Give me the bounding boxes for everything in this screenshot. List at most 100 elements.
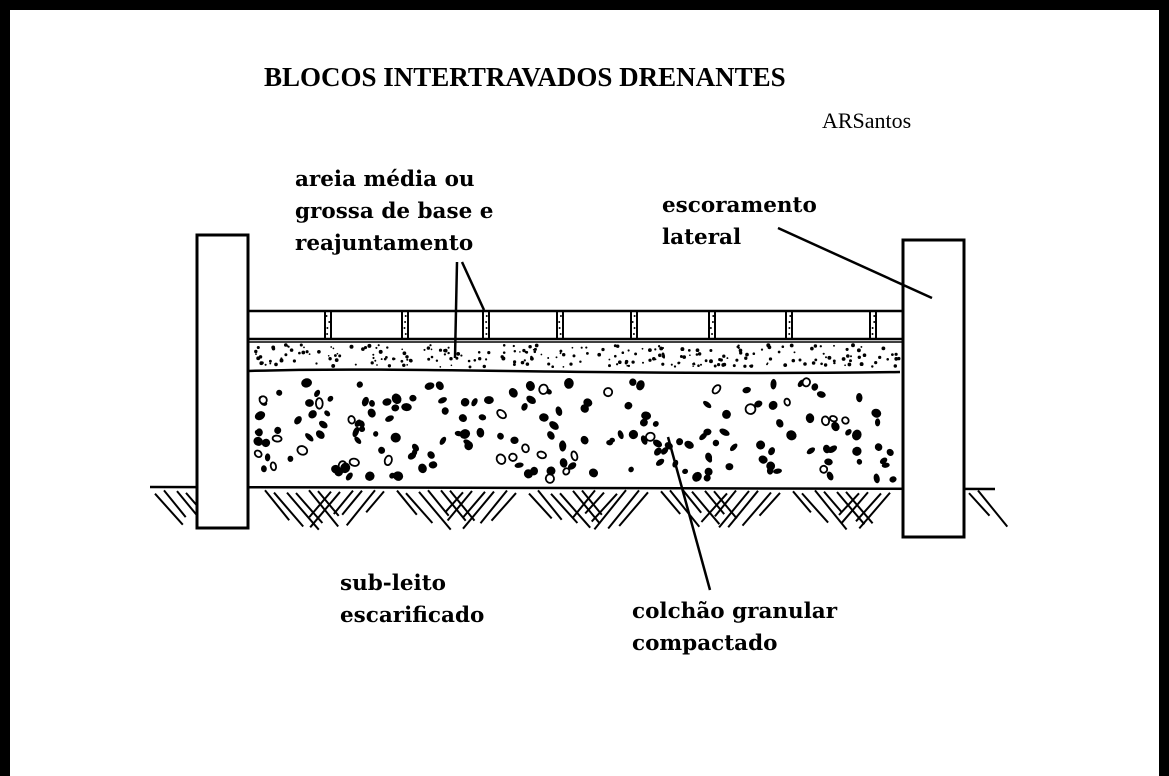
granular-stone xyxy=(352,426,360,438)
subgrade-hatch-stroke xyxy=(462,491,486,519)
sand-grain xyxy=(482,364,486,369)
sand-grain xyxy=(586,352,589,355)
sand-grain xyxy=(551,365,555,369)
sand-grain xyxy=(615,363,619,366)
granular-stone xyxy=(463,439,472,447)
granular-stone xyxy=(617,430,624,440)
joint-sand-grain xyxy=(633,327,636,329)
granular-stone xyxy=(889,476,897,483)
subgrade-hatch-stroke xyxy=(559,492,591,529)
sand-grain xyxy=(477,351,481,354)
sand-grain xyxy=(760,348,764,351)
sand-grain xyxy=(897,356,901,361)
sand-grain xyxy=(692,365,695,367)
sand-grain xyxy=(259,361,264,366)
sand-grain xyxy=(460,354,463,357)
joint-sand-grain xyxy=(788,333,791,335)
sand-grain xyxy=(485,358,488,361)
sand-grain xyxy=(534,343,539,348)
subgrade-hatch-stroke xyxy=(718,490,750,529)
label-subgrade-line-2: escarificado xyxy=(340,603,485,628)
sand-grain xyxy=(402,363,406,368)
left-lateral-support xyxy=(195,233,250,530)
subgrade-hatch-stroke xyxy=(309,491,341,528)
joint-sand-grain xyxy=(404,315,407,317)
granular-stone xyxy=(476,427,485,438)
diagram-title: BLOCOS INTERTRAVADOS DRENANTES xyxy=(264,62,786,92)
sand-grain xyxy=(832,359,836,363)
granular-stone xyxy=(881,462,890,468)
granular-stone xyxy=(845,429,852,436)
sand-grain xyxy=(512,344,515,348)
sand-grain xyxy=(659,346,664,351)
subgrade-hatch-stroke xyxy=(333,489,354,515)
joint-sand-grain xyxy=(632,333,635,335)
sand-grain xyxy=(435,359,439,362)
granular-stone xyxy=(805,413,815,424)
granular-stone xyxy=(766,466,774,475)
sand-grain xyxy=(704,359,708,363)
subgrade-hatch-stroke xyxy=(669,489,701,528)
subgrade-hatch-stroke xyxy=(814,489,848,531)
sand-grain xyxy=(810,346,814,351)
subgrade-hatch-stroke xyxy=(418,491,452,531)
sand-grain xyxy=(732,364,736,368)
joint-sand-grain xyxy=(328,321,331,323)
subgrade-hatch-stroke xyxy=(163,489,187,518)
granular-stone xyxy=(441,407,449,415)
sand-grain xyxy=(878,355,882,360)
granular-stone xyxy=(301,378,312,388)
sand-grain xyxy=(540,353,543,356)
granular-stone xyxy=(722,409,731,419)
granular-stone xyxy=(655,458,665,466)
sand-grain xyxy=(443,353,447,356)
sand-grain xyxy=(735,358,739,362)
subgrade-hatch-stroke xyxy=(855,492,882,522)
sand-grain xyxy=(284,353,288,357)
sand-grain xyxy=(439,366,442,368)
sand-grain xyxy=(380,358,383,361)
sand-grain xyxy=(894,357,899,361)
joint-sand-grain xyxy=(633,315,636,317)
granular-stone xyxy=(308,410,317,419)
sand-grain xyxy=(406,364,409,366)
granular-stone xyxy=(383,454,393,467)
joint-sand-grain xyxy=(559,333,562,335)
granular-stone xyxy=(684,440,694,449)
sand-grain xyxy=(523,359,526,362)
sand-grain xyxy=(569,362,573,366)
sand-grain xyxy=(363,346,368,350)
sand-grain xyxy=(562,366,565,368)
granular-stone xyxy=(816,391,826,398)
sand-grain xyxy=(749,364,754,368)
subgrade-hatch-stroke xyxy=(590,493,618,523)
granular-stone xyxy=(539,413,549,422)
granular-stone xyxy=(305,433,314,442)
granular-stone xyxy=(521,403,528,411)
granular-stone xyxy=(382,398,392,406)
sand-grain xyxy=(528,344,532,349)
sand-grain xyxy=(274,362,278,367)
label-sand-layer: areia média ou grossa de base e reajunta… xyxy=(295,164,493,260)
granular-stone xyxy=(358,426,366,433)
subgrade-hatch-stroke xyxy=(691,491,721,525)
sand-grain xyxy=(615,344,620,348)
sand-grain xyxy=(378,349,383,354)
granular-stone xyxy=(340,462,351,474)
granular-stone xyxy=(725,463,734,471)
sand-grain xyxy=(673,365,677,368)
sand-grain xyxy=(392,357,395,361)
joint-sand-grain xyxy=(712,315,715,317)
granular-stone xyxy=(260,465,267,473)
granular-stone xyxy=(460,398,470,407)
granular-bed-stones xyxy=(253,377,897,484)
granular-stone xyxy=(296,445,309,456)
sand-grain xyxy=(662,347,665,349)
granular-stone xyxy=(580,435,589,445)
sand-grain xyxy=(423,348,426,351)
sand-grain xyxy=(338,354,342,358)
subgrade-hatch-stroke xyxy=(618,491,649,527)
granular-stone xyxy=(354,436,362,444)
sand-grain xyxy=(467,359,471,363)
granular-stone xyxy=(719,428,730,436)
